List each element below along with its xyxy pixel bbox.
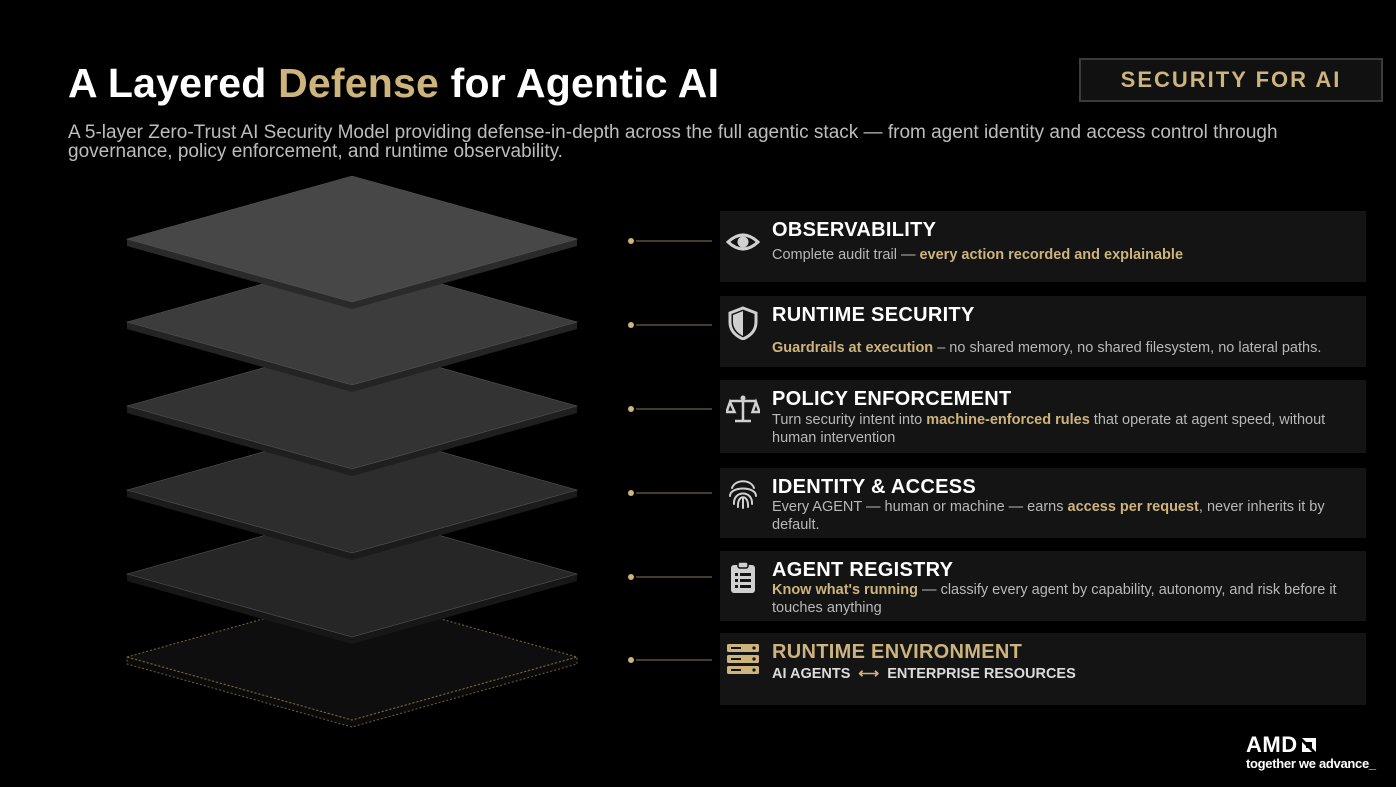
layer-description: Turn security intent into machine-enforc… — [772, 412, 1326, 446]
base-plate — [125, 593, 579, 728]
brand-name: AMD — [1246, 732, 1376, 758]
page-title: A Layered Defense for Agentic AI — [68, 60, 719, 107]
scales-icon — [726, 392, 760, 426]
bidirectional-arrow-icon: ⟷ — [858, 666, 880, 682]
connector-dot — [628, 322, 634, 328]
layer-card-observability: OBSERVABILITY Complete audit trail — eve… — [720, 211, 1366, 282]
layer-stack-illustration — [125, 175, 712, 728]
amd-logo: AMD together we advance_ — [1246, 732, 1376, 771]
layer-title: OBSERVABILITY — [772, 219, 937, 241]
eye-icon — [726, 225, 760, 259]
layer-card-policy-enforcement: POLICY ENFORCEMENT Turn security intent … — [720, 380, 1366, 453]
title-suffix: for Agentic AI — [439, 60, 720, 106]
shield-icon — [726, 306, 760, 340]
layer-description: Guardrails at execution – no shared memo… — [772, 340, 1322, 356]
server-icon — [726, 642, 760, 676]
connector-dot — [628, 657, 634, 663]
layer-title: AGENT REGISTRY — [772, 559, 954, 581]
connector-dot — [628, 490, 634, 496]
flow-right-label: ENTERPRISE RESOURCES — [887, 666, 1076, 682]
layer-card-identity-access: IDENTITY & ACCESS Every AGENT — human or… — [720, 468, 1366, 538]
brand-tagline: together we advance_ — [1246, 756, 1376, 771]
connector-dot — [628, 406, 634, 412]
fingerprint-icon — [726, 476, 760, 510]
layer-plate — [125, 175, 579, 309]
layer-title: RUNTIME ENVIRONMENT — [772, 641, 1023, 663]
layer-description: Every AGENT — human or machine — earns a… — [772, 499, 1325, 533]
flow-left-label: AI AGENTS — [772, 666, 851, 682]
layer-title: RUNTIME SECURITY — [772, 304, 975, 326]
title-highlight: Defense — [278, 60, 440, 106]
connector-dot — [628, 574, 634, 580]
layer-card-runtime-environment: RUNTIME ENVIRONMENT AI AGENTS ⟷ ENTERPRISE… — [720, 633, 1366, 705]
layer-card-agent-registry: AGENT REGISTRY Know what's running — cla… — [720, 551, 1366, 621]
page-subtitle: A 5-layer Zero-Trust AI Security Model p… — [68, 122, 1278, 162]
layer-description: Know what's running — classify every age… — [772, 582, 1337, 616]
section-tag: SECURITY FOR AI — [1079, 58, 1383, 102]
resource-flow: AI AGENTS ⟷ ENTERPRISE RESOURCES — [772, 666, 1076, 682]
layer-card-runtime-security: RUNTIME SECURITY Guardrails at execution… — [720, 296, 1366, 367]
clipboard-icon — [726, 560, 760, 594]
layer-description: Complete audit trail — every action reco… — [772, 247, 1184, 263]
connector-dot — [628, 238, 634, 244]
amd-arrow-icon — [1301, 733, 1317, 752]
title-prefix: A Layered — [68, 60, 279, 106]
layer-title: POLICY ENFORCEMENT — [772, 388, 1012, 410]
layer-title: IDENTITY & ACCESS — [772, 476, 977, 498]
